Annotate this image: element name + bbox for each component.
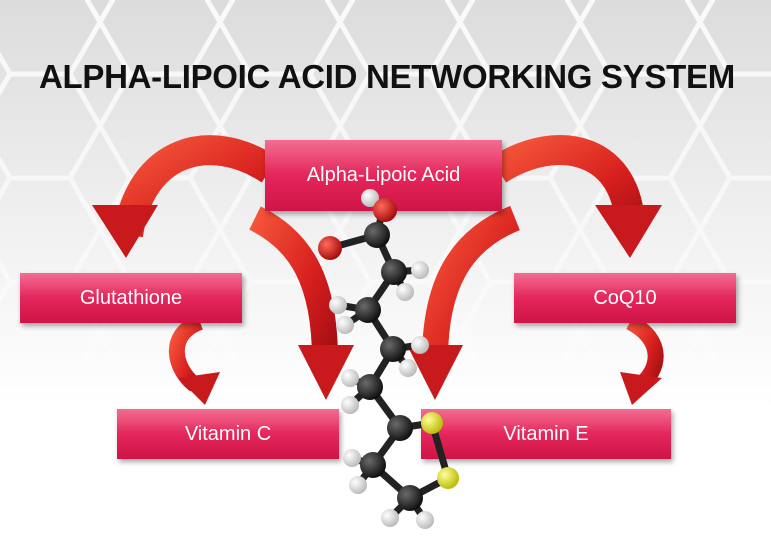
hydrogen-atom [343,449,361,467]
hydrogen-atom [381,509,399,527]
hydrogen-atom [336,316,354,334]
node-vitamin-c: Vitamin C [117,409,339,459]
node-glutathione: Glutathione [20,273,242,323]
arrow-ala-to-vitc [248,206,338,361]
hydrogen-atom [411,261,429,279]
hydrogen-atom [349,476,367,494]
hydrogen-atom [341,369,359,387]
carbon-atom [397,485,423,511]
oxygen-atom [318,236,342,260]
sulfur-atom [421,412,443,434]
node-vitamin-e: Vitamin E [421,409,671,459]
arrow-ala-to-coq10 [489,135,645,231]
molecule-bonds [326,204,452,524]
hydrogen-atom [361,189,379,207]
hydrogen-atom [411,336,429,354]
hydrogen-atom [329,296,347,314]
arrowhead-coq10 [595,205,662,258]
arrowhead-vitc-small [178,372,220,405]
carbon-atom [357,374,383,400]
sulfur-atom [437,467,459,489]
hydrogen-atom [416,511,434,529]
hydrogen-atom [396,283,414,301]
carbon-atom [381,259,407,285]
diagram-title: ALPHA-LIPOIC ACID NETWORKING SYSTEM [39,58,735,95]
carbon-atom [355,297,381,323]
arrowhead-vite-main [407,345,463,400]
carbon-atom [380,336,406,362]
node-coq10: CoQ10 [514,273,736,323]
hydrogen-atom [399,359,417,377]
arrowhead-vitc-main [298,345,354,400]
arrowhead-vite-small [620,372,662,405]
carbon-atom [364,222,390,248]
carbon-atom [360,452,386,478]
molecule-atoms [318,189,459,529]
arrowhead-glutathione [92,205,158,258]
oxygen-atom [373,198,397,222]
arrow-ala-to-vite [422,205,521,361]
hydrogen-atom [341,396,359,414]
carbon-atom [387,415,413,441]
